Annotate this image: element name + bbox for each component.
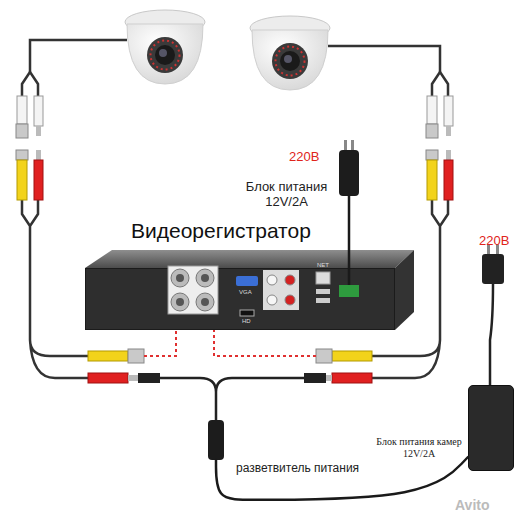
dvr-top (85, 250, 414, 268)
camera-dome (252, 30, 328, 90)
dvr-panel: Видеорегистратор (85, 268, 395, 330)
usb-port (316, 289, 330, 294)
rca-port (285, 295, 295, 305)
bnc-head (128, 349, 144, 363)
dc-plug (34, 160, 43, 200)
plug-prong (344, 140, 347, 150)
ir-leds (276, 47, 305, 76)
bnc-pin (201, 298, 209, 306)
power-lead (348, 268, 351, 285)
bnc-plug (427, 96, 437, 124)
lens-glass (284, 55, 292, 63)
ir-leds (151, 41, 180, 70)
power-adapter: 220ВБлок питания 12V/2A (339, 150, 359, 196)
rca-port (285, 275, 295, 285)
bnc-plug (17, 96, 27, 124)
dome-camera (250, 16, 330, 90)
bnc-port (171, 293, 189, 311)
dvr-title: Видеорегистратор (131, 219, 371, 243)
bnc-plug (332, 351, 372, 361)
usb-port (316, 298, 330, 303)
rca-port (267, 275, 277, 285)
lens-glass (159, 49, 167, 57)
splitter-plug (304, 373, 326, 383)
port-label: VGA (239, 289, 252, 295)
rca-panel (263, 270, 299, 310)
dc-pin (128, 375, 138, 381)
hd-port (240, 310, 254, 316)
cable-wire (22, 72, 38, 96)
cable-wire (22, 200, 88, 378)
bnc-head (426, 124, 438, 138)
dome-camera (125, 10, 205, 84)
bnc-plug (17, 160, 27, 200)
splitter-plug (138, 373, 160, 383)
bnc-port (196, 269, 214, 287)
dc-plug (88, 373, 128, 383)
cable-wire (432, 72, 448, 96)
camera-dome (127, 24, 203, 84)
bnc-head (316, 349, 332, 363)
camera-lens-ring (147, 37, 183, 73)
port-label: HD (242, 318, 251, 324)
adapter-label: Блок питания 12V/2A (239, 180, 334, 210)
camera-lens-ring (272, 43, 308, 79)
dc-pin (36, 126, 41, 136)
bnc-pin (176, 298, 184, 306)
dvr-side (395, 250, 414, 330)
splitter-label: разветвитель питания (236, 462, 386, 476)
psu-label: Блок питания камер 12V/2A (373, 436, 465, 459)
camera-lens (280, 51, 300, 71)
power-jack (339, 285, 359, 297)
bnc-head (16, 124, 28, 138)
dc-plug (444, 96, 453, 126)
dc-pin (446, 150, 451, 160)
splitter-wire (160, 378, 304, 420)
bnc-pin (176, 274, 184, 282)
bnc-pin (201, 274, 209, 282)
mains-cable (490, 284, 493, 385)
rca-port (267, 295, 277, 305)
net-port (316, 272, 330, 284)
watermark: Avito (455, 498, 489, 512)
bnc-head (16, 150, 28, 160)
dc-pin (36, 150, 41, 160)
connector-set (304, 96, 453, 383)
dc-plug (444, 160, 453, 200)
voltage-label: 220В (289, 150, 334, 165)
dc-plug (332, 373, 372, 383)
power-cable (216, 457, 468, 500)
cable-wire (328, 46, 440, 72)
wall-plug (482, 254, 504, 284)
bnc-plug (427, 160, 437, 200)
cable-wire (30, 40, 127, 72)
plug-prong (351, 140, 354, 150)
bnc-panel (168, 266, 218, 314)
dc-plug (34, 96, 43, 126)
camera-power-supply: 220ВБлок питания камер 12V/2A (468, 385, 514, 471)
dc-pin (446, 126, 451, 136)
camera-lens (155, 45, 175, 65)
power-splitter: разветвитель питания (208, 420, 224, 460)
bnc-head (426, 150, 438, 160)
bnc-plug (88, 351, 128, 361)
bnc-port (196, 293, 214, 311)
port-label: NET (317, 262, 329, 268)
power-cable (348, 196, 351, 268)
dc-pin (326, 375, 332, 381)
voltage-label: 220В (479, 234, 520, 249)
vga-port (236, 276, 258, 286)
bnc-port (171, 269, 189, 287)
